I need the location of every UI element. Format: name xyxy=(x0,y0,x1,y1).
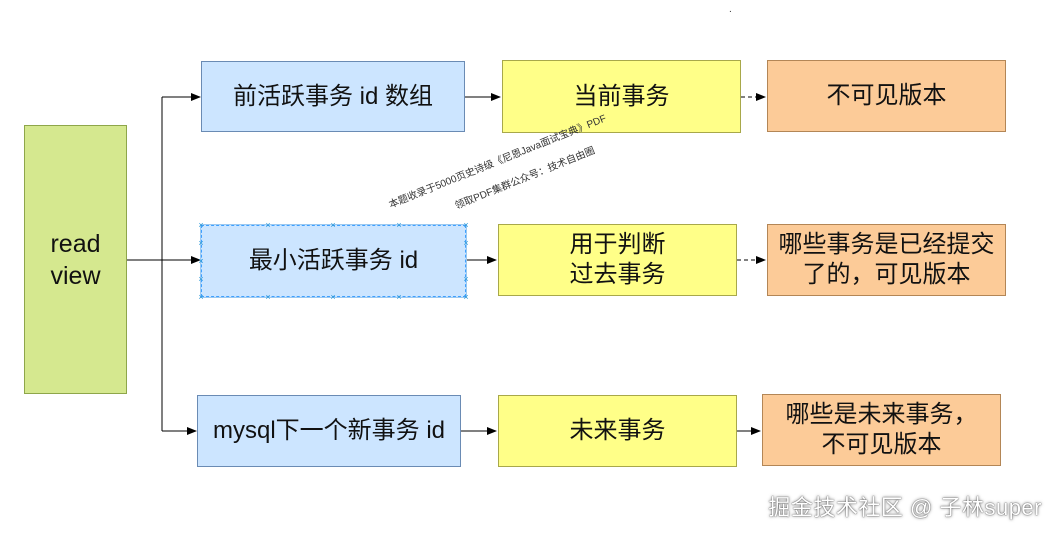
committed-visible-label-line1: 哪些事务是已经提交 xyxy=(778,231,995,258)
min-active-txn-id-box[interactable]: 最小活跃事务 id xyxy=(200,224,467,298)
read-view-box: read view xyxy=(24,125,127,394)
future-txn-box: 未来事务 xyxy=(498,395,737,467)
committed-visible-box: 哪些事务是已经提交 了的，可见版本 xyxy=(767,224,1006,296)
selection-handle[interactable]: × xyxy=(265,292,271,302)
future-invisible-box: 哪些是未来事务， 不可见版本 xyxy=(762,394,1001,466)
min-active-txn-id-label: 最小活跃事务 id xyxy=(248,247,419,274)
selection-handle[interactable]: × xyxy=(198,256,204,266)
current-txn-label: 当前事务 xyxy=(573,82,670,110)
selection-handle[interactable]: × xyxy=(265,220,271,230)
invisible-version-label-1: 不可见版本 xyxy=(826,82,947,109)
selection-handle[interactable]: × xyxy=(198,292,204,302)
active-txn-id-array-label: 前活跃事务 id 数组 xyxy=(232,82,433,110)
selection-handle[interactable]: × xyxy=(396,220,402,230)
next-txn-id-label: mysql下一个新事务 id xyxy=(212,417,446,444)
current-txn-box: 当前事务 xyxy=(502,60,741,133)
stray-mark: . xyxy=(729,4,732,15)
selection-handle[interactable]: × xyxy=(463,292,469,302)
past-txn-label-line1: 用于判断 xyxy=(569,231,666,258)
future-invisible-label-line2: 不可见版本 xyxy=(821,431,942,458)
selection-handle[interactable]: × xyxy=(198,238,204,248)
selection-handle[interactable]: × xyxy=(463,238,469,248)
past-txn-box: 用于判断 过去事务 xyxy=(498,224,737,296)
future-txn-label: 未来事务 xyxy=(569,417,666,444)
read-view-label-line1: read xyxy=(50,229,101,258)
future-invisible-label-line1: 哪些是未来事务， xyxy=(785,401,978,428)
site-credit-watermark: 掘金技术社区 @ 子林super xyxy=(768,495,1042,520)
selection-handle[interactable]: × xyxy=(463,274,469,284)
committed-visible-label-line2: 了的，可见版本 xyxy=(802,261,971,288)
next-txn-id-box: mysql下一个新事务 id xyxy=(197,395,461,467)
selection-handle[interactable]: × xyxy=(330,220,336,230)
selection-handle[interactable]: × xyxy=(330,292,336,302)
past-txn-label-line2: 过去事务 xyxy=(569,261,666,288)
selection-handle[interactable]: × xyxy=(396,292,402,302)
active-txn-id-array-box: 前活跃事务 id 数组 xyxy=(201,61,465,132)
selection-handle[interactable]: × xyxy=(463,220,469,230)
selection-handle[interactable]: × xyxy=(198,220,204,230)
invisible-version-box-1: 不可见版本 xyxy=(767,60,1006,132)
selection-handle[interactable]: × xyxy=(198,274,204,284)
read-view-label-line2: view xyxy=(50,261,101,290)
